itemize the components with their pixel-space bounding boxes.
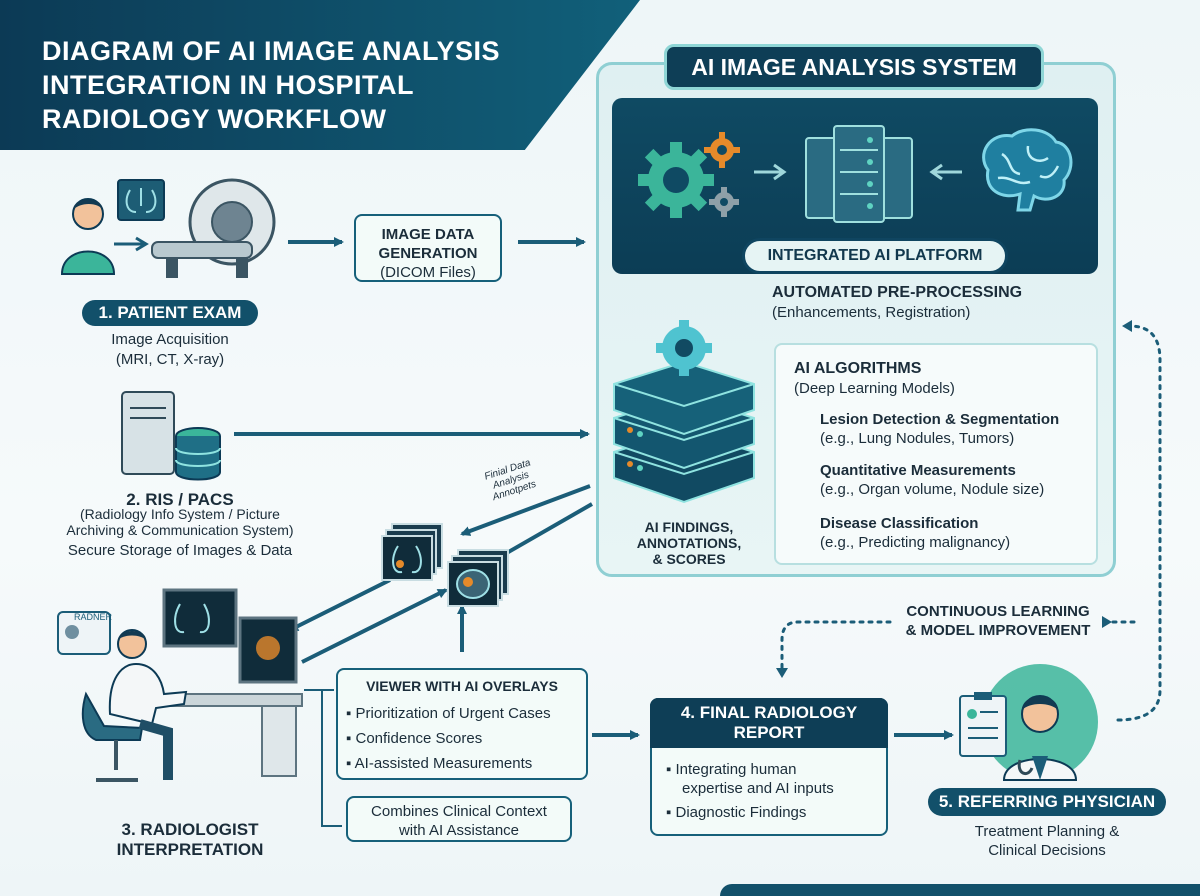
- algorithm-classify-title: Disease Classification: [820, 515, 979, 532]
- algorithm-classify-sub: (e.g., Predicting malignancy): [820, 534, 1011, 551]
- arrow-images-to-workstation: [288, 578, 391, 632]
- database-server-icon: [121, 391, 221, 481]
- physician-badge: 5. REFERRING PHYSICIAN: [928, 788, 1166, 816]
- report-item-integrating-2: expertise and AI inputs: [682, 780, 834, 797]
- integrated-platform: [612, 98, 1098, 274]
- radiologist-line1: 3. RADIOLOGIST: [121, 820, 259, 839]
- preprocessing-title: AUTOMATED PRE-PROCESSING: [772, 284, 1023, 301]
- algorithms-sub: (Deep Learning Models): [794, 380, 955, 397]
- algorithm-measure-sub: (e.g., Organ volume, Nodule size): [820, 481, 1045, 498]
- ai-findings-label: AI FINDINGS,ANNOTATIONS,& SCORES: [636, 519, 742, 567]
- algorithm-measure-title: Quantitative Measurements: [820, 462, 1016, 479]
- radiologist-badge: RADNER: [74, 612, 113, 622]
- patient-exam-badge: 1. PATIENT EXAM: [82, 300, 258, 326]
- viewer-item-measurements: ▪ AI-assisted Measurements: [346, 755, 533, 772]
- physician-line1: Treatment Planning &: [974, 823, 1120, 840]
- feedback-loop: [1116, 324, 1162, 722]
- viewer-item-prioritization: ▪ Prioritization of Urgent Cases: [346, 705, 551, 722]
- continuous-learning-label: CONTINUOUS LEARNING& MODEL IMPROVEMENT: [905, 603, 1091, 639]
- ris-pacs-line2: Archiving & Communication System): [66, 522, 294, 538]
- patient-scanner-icon: [60, 178, 276, 278]
- viewer-item-confidence: ▪ Confidence Scores: [346, 730, 483, 747]
- ai-core-stack-icon: [613, 320, 755, 504]
- viewer-box: [336, 668, 588, 780]
- algorithms-title: AI ALGORITHMS: [794, 360, 922, 377]
- image-data-box: IMAGE DATA GENERATION (DICOM Files): [354, 214, 502, 282]
- lung-scan-stack-icon: [381, 523, 443, 581]
- feedback-to-report: [780, 620, 892, 670]
- report-item-diagnostic: ▪ Diagnostic Findings: [666, 804, 807, 821]
- arrow-ai-to-images: [460, 484, 591, 536]
- ris-pacs-title: 2. RIS / PACS: [126, 490, 234, 509]
- server-stack-icon: [805, 125, 913, 223]
- brain-scan-stack-icon: [447, 549, 509, 607]
- patient-exam-line2: (MRI, CT, X-ray): [115, 351, 225, 368]
- patient-exam-line1: Image Acquisition: [111, 331, 229, 348]
- brain-icon: [982, 128, 1073, 212]
- radiologist-workstation-icon: [57, 588, 303, 782]
- ris-pacs-line3: Secure Storage of Images & Data: [67, 542, 293, 559]
- gears-icon: [638, 132, 740, 218]
- arrow-ai-to-images-2: [496, 502, 593, 560]
- algorithm-lesion-title: Lesion Detection & Segmentation: [820, 411, 1060, 428]
- report-item-integrating: ▪ Integrating human: [666, 761, 797, 778]
- platform-label: INTEGRATED AI PLATFORM: [742, 238, 1008, 274]
- footer-band: [720, 884, 1200, 896]
- page-title: DIAGRAM OF AI IMAGE ANALYSIS INTEGRATION…: [42, 36, 501, 134]
- ai-system-title: AI IMAGE ANALYSIS SYSTEM: [664, 44, 1044, 90]
- arrow-workstation-to-images: [301, 588, 448, 664]
- title-band: [0, 0, 640, 150]
- algorithm-lesion-sub: (e.g., Lung Nodules, Tumors): [820, 430, 1015, 447]
- viewer-title: VIEWER WITH AI OVERLAYS: [366, 678, 558, 694]
- radiologist-line2: INTERPRETATION: [116, 840, 264, 859]
- physician-line2: Clinical Decisions: [988, 842, 1106, 859]
- algorithms-card: [774, 343, 1098, 565]
- ris-pacs-line1: (Radiology Info System / Picture: [80, 506, 280, 522]
- arrow-right-icon: [754, 163, 787, 181]
- physician-icon: [959, 664, 1098, 781]
- preprocessing-sub: (Enhancements, Registration): [772, 304, 971, 321]
- arrow-left-icon: [929, 163, 962, 181]
